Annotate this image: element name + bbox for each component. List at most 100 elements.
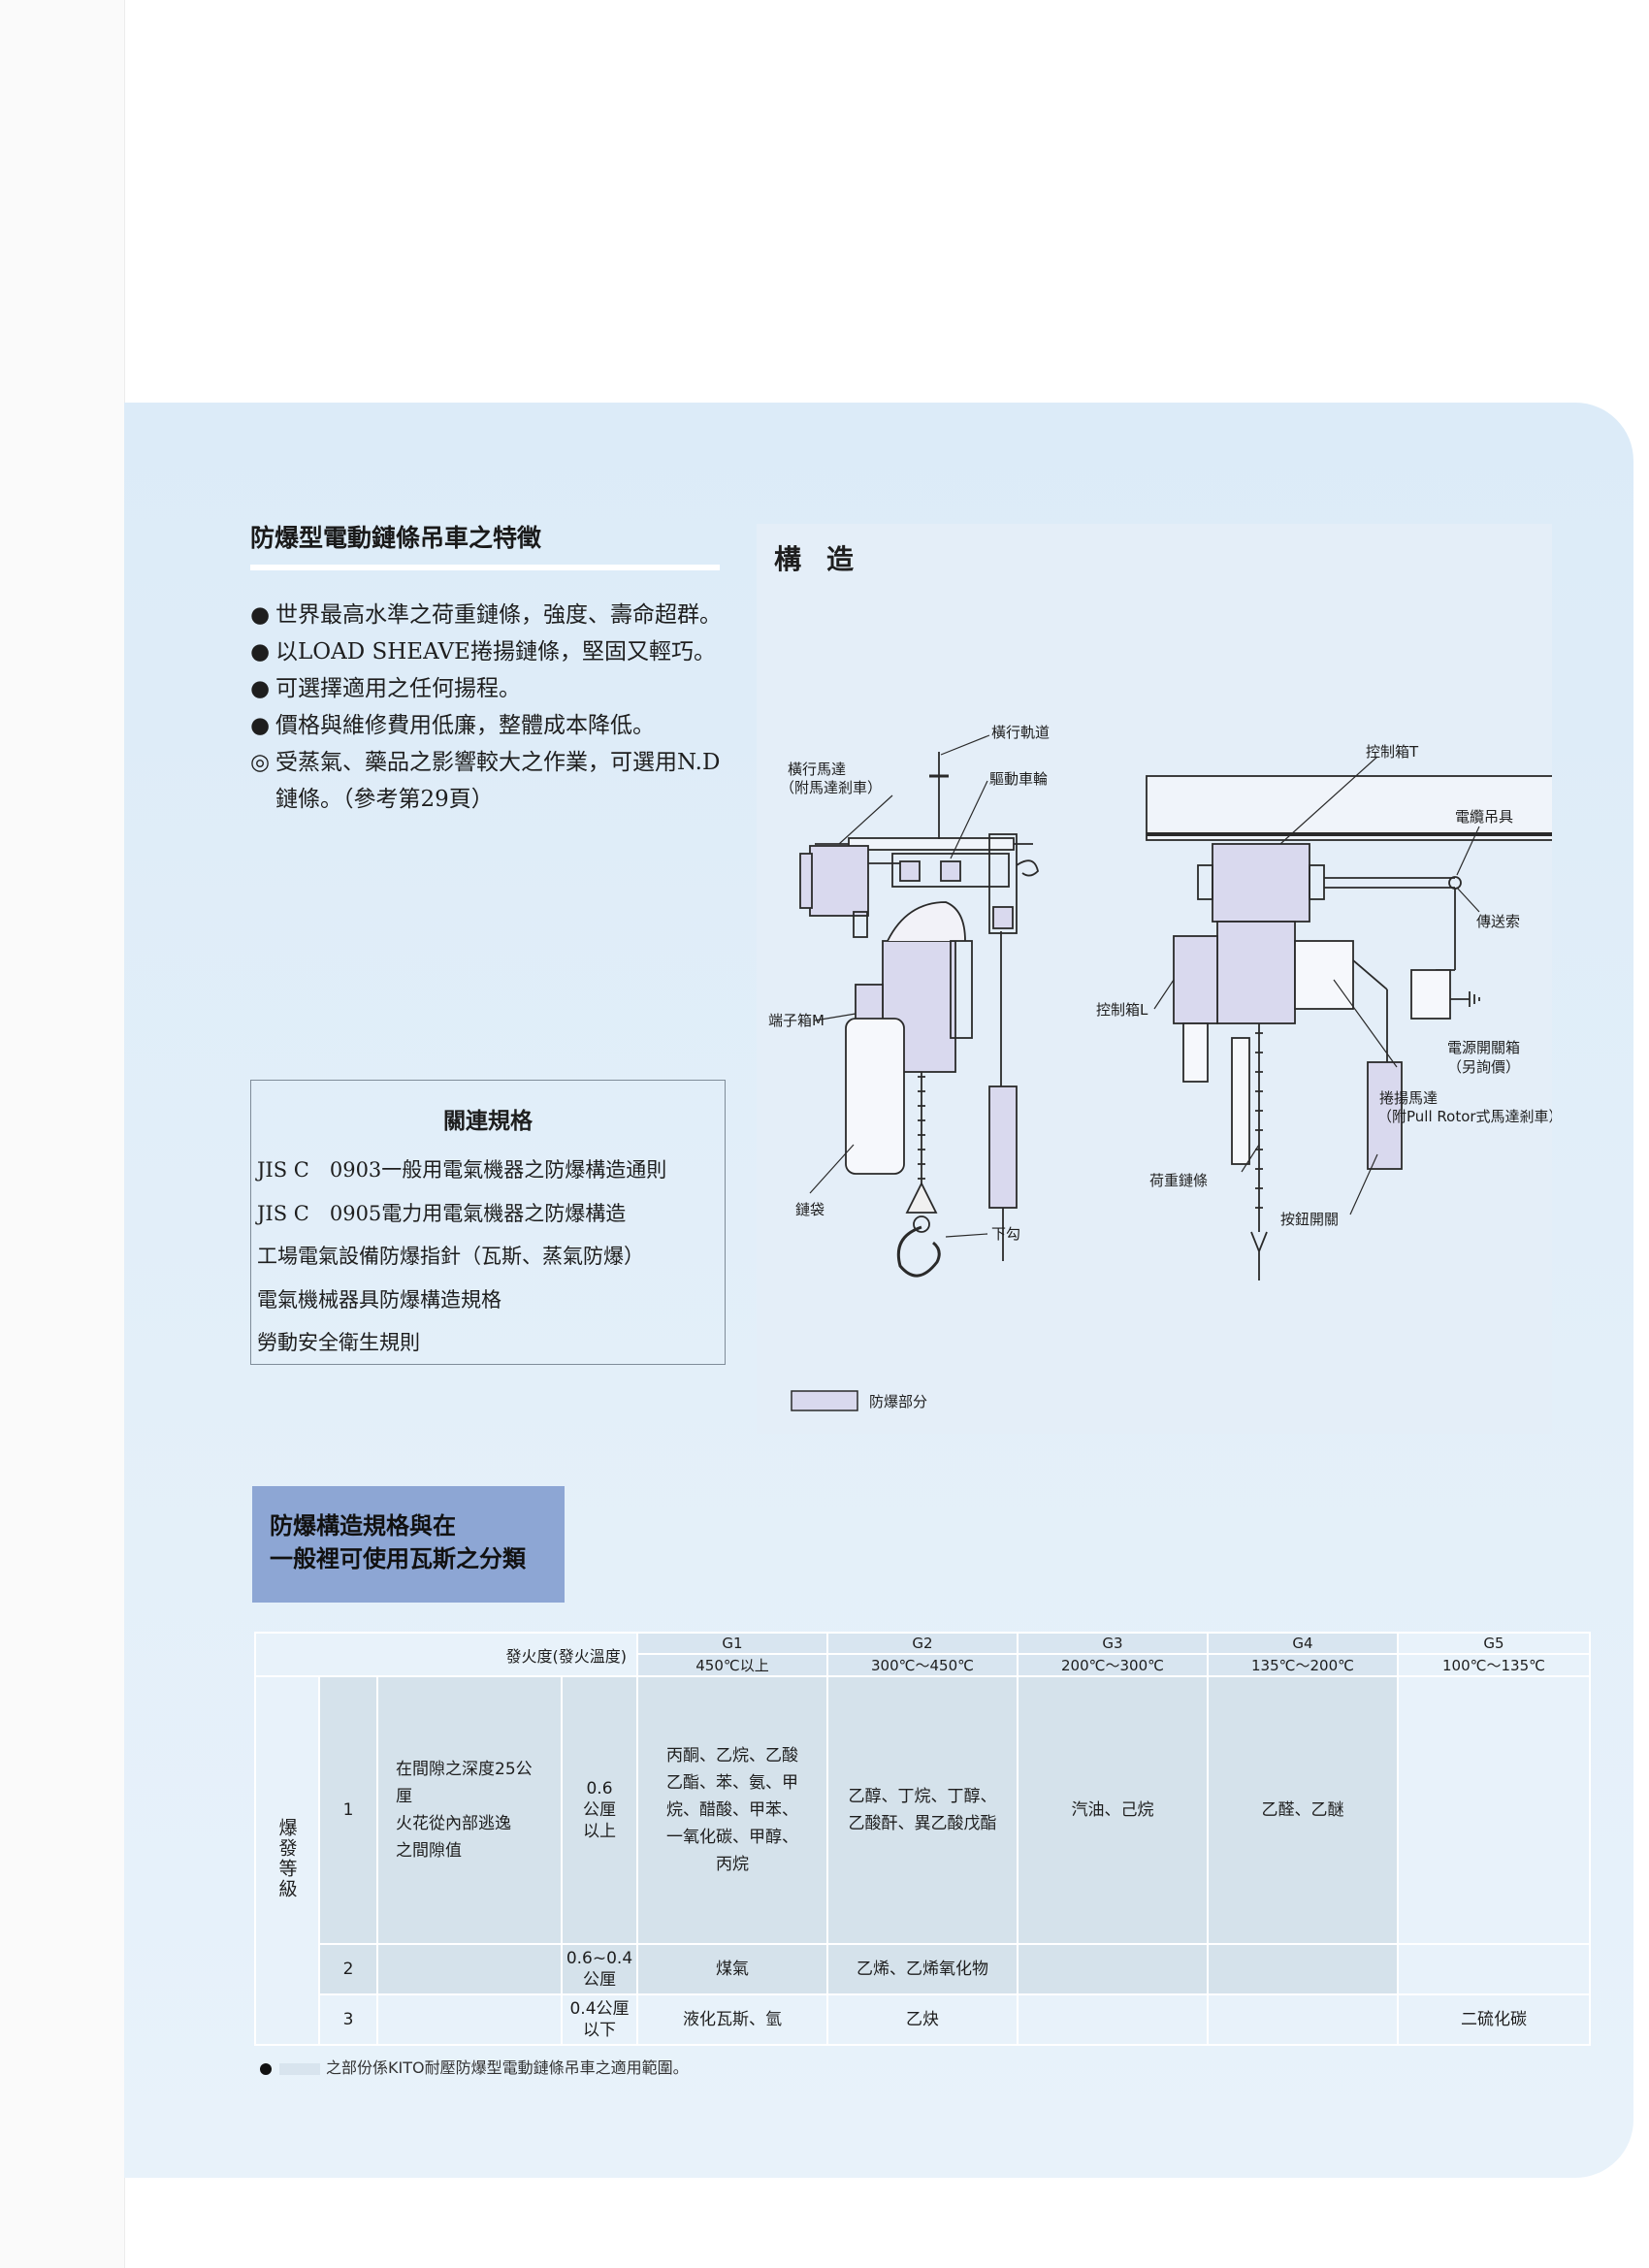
grade-value: 2 <box>318 1943 378 1995</box>
hoist-body-right <box>1216 921 1296 1024</box>
label-drive-wheel: 驅動車輪 <box>989 770 1048 788</box>
motor-arm <box>1352 959 1388 990</box>
standard-item: 電氣機械器具防爆構造規格 <box>257 1287 501 1312</box>
rail-flange <box>848 837 1015 851</box>
table-footnote: 之部份係KITO耐壓防爆型電動鏈條吊車之適用範圍。 <box>260 2055 689 2078</box>
hoist-motor <box>1294 940 1354 1010</box>
standard-item: 勞動安全衛生規則 <box>257 1331 420 1354</box>
page-left-margin <box>0 0 125 2268</box>
gas-cell <box>1017 1943 1209 1995</box>
hoist-structure-diagram: 橫行軌道 橫行馬達 （附馬達剎車） 驅動車輪 端子箱M 鏈袋 下勾 控制箱T 電… <box>768 724 1552 1411</box>
label-cable-hanger: 電纜吊具 <box>1455 808 1513 826</box>
standard-item: JIS C 0905電力用電氣機器之防爆構造 <box>257 1201 627 1225</box>
gas-cell: 煤氣 <box>636 1943 828 1995</box>
classification-banner: 防爆構造規格與在 一般裡可使用瓦斯之分類 <box>252 1486 565 1603</box>
control-box-l <box>1173 935 1218 1024</box>
drive-wheel-right <box>940 860 961 882</box>
label-traverse-motor-brake: （附馬達剎車） <box>780 779 882 796</box>
gas-cell <box>1397 1675 1591 1945</box>
leader-line <box>950 780 988 859</box>
structure-panel: 構造 <box>757 524 1552 1434</box>
bullet-icon: ● <box>250 676 271 701</box>
features-title-rule <box>250 565 720 570</box>
chain-bag <box>845 1018 905 1175</box>
standard-item: 工場電氣設備防爆指針（瓦斯、蒸氣防爆） <box>257 1245 644 1268</box>
label-load-chain: 荷重鏈條 <box>1149 1172 1208 1189</box>
gas-cell <box>1017 1993 1209 2046</box>
standard-item: JIS C 0903一般用電氣機器之防爆構造通則 <box>257 1158 667 1182</box>
leader-line <box>1333 979 1398 1068</box>
grade-label: 爆發等級 <box>254 1675 320 2046</box>
group-temp: 100℃～135℃ <box>1397 1653 1591 1677</box>
bullet-icon <box>260 2062 272 2075</box>
pendant-left <box>988 1085 1018 1209</box>
gas-cell <box>1397 1943 1591 1995</box>
load-chain-links <box>1255 1032 1263 1209</box>
gas-cell: 乙醛、乙醚 <box>1207 1675 1399 1945</box>
table-row: 3 0.4公厘 以下 液化瓦斯、氫 乙炔 二硫化碳 <box>255 1993 1591 2046</box>
traverse-motor <box>809 845 869 917</box>
structure-title: 構造 <box>774 543 880 575</box>
trolley-frame <box>891 853 1010 888</box>
bullet-icon: ● <box>250 639 271 664</box>
gas-cell: 乙炔 <box>826 1993 1018 2046</box>
control-box-top-inner <box>992 906 1014 929</box>
label-hoist-motor-brake: （附Pull Rotor式馬達剎車） <box>1377 1108 1552 1125</box>
trolley-right-wheel <box>1309 864 1325 900</box>
brake-cylinder <box>853 911 868 938</box>
gas-cell <box>1207 1993 1399 2046</box>
cable-hook <box>1016 859 1039 877</box>
feature-list: ●世界最高水準之荷重鏈條，強度、壽命超群。 ●以LOAD SHEAVE捲揚鏈條，… <box>250 597 735 818</box>
feature-item: ●以LOAD SHEAVE捲揚鏈條，堅固又輕巧。 <box>250 633 735 670</box>
leader-line <box>1153 979 1175 1010</box>
related-standards-list: JIS C 0903一般用電氣機器之防爆構造通則 JIS C 0905電力用電氣… <box>257 1149 725 1365</box>
group-temp: 200℃～300℃ <box>1017 1653 1209 1677</box>
group-temp: 300℃～450℃ <box>826 1653 1018 1677</box>
gap-value: 0.6~0.4 公厘 <box>561 1943 638 1995</box>
label-transmit-rope: 傳送索 <box>1476 913 1520 930</box>
grade-value: 1 <box>318 1675 378 1945</box>
gap-value: 0.4公厘 以下 <box>561 1993 638 2046</box>
bottom-hook-right <box>1250 1231 1268 1280</box>
legend-label: 防爆部分 <box>869 1393 927 1410</box>
label-push-button: 按鈕開關 <box>1280 1211 1339 1228</box>
gas-cell: 乙烯、乙烯氧化物 <box>826 1943 1018 1995</box>
label-power-switch-note: （另詢價） <box>1447 1058 1520 1076</box>
group-temp: 450℃以上 <box>636 1653 828 1677</box>
i-beam <box>1146 775 1552 841</box>
traverse-motor-end <box>799 853 813 909</box>
hook <box>896 1225 941 1278</box>
leader-line <box>1349 1153 1378 1215</box>
gear-case <box>950 940 973 1039</box>
label-hook: 下勾 <box>991 1225 1020 1243</box>
label-power-switch: 電源開關箱 <box>1447 1039 1520 1056</box>
gas-cell: 二硫化碳 <box>1397 1993 1591 2046</box>
gap-condition <box>376 1993 563 2046</box>
footnote-text: 之部份係KITO耐壓防爆型電動鏈條吊車之適用範圍。 <box>326 2058 689 2077</box>
classification-banner-line2: 一般裡可使用瓦斯之分類 <box>270 1545 526 1572</box>
gas-cell: 丙酮、乙烷、乙酸 乙酯、苯、氨、甲 烷、醋酸、甲苯、 一氧化碳、甲醇、 丙烷 <box>636 1675 828 1945</box>
table-row: 爆發等級 1 在間隙之深度25公 厘 火花從內部逃逸 之間隙值 0.6 公厘 以… <box>254 1675 1591 2046</box>
label-chain-bag: 鏈袋 <box>795 1201 824 1218</box>
group-name: G3 <box>1017 1632 1209 1655</box>
gas-cell <box>1207 1943 1399 1995</box>
label-control-box-l: 控制箱L <box>1096 1001 1148 1019</box>
hoist-top <box>887 901 966 942</box>
chain-bag-right <box>1231 1037 1250 1165</box>
related-standards-box: 關連規格 JIS C 0903一般用電氣機器之防爆構造通則 JIS C 0905… <box>250 1080 726 1365</box>
group-name: G5 <box>1397 1632 1591 1655</box>
ignition-label: 發火度(發火溫度) <box>254 1632 638 1677</box>
push-button-pendant <box>1367 1061 1403 1170</box>
features-title: 防爆型電動鏈條吊車之特徵 <box>250 524 542 552</box>
feature-item: ●可選擇適用之任何揚程。 <box>250 670 735 707</box>
gap-condition <box>376 1943 563 1995</box>
feature-item: ●世界最高水準之荷重鏈條，強度、壽命超群。 <box>250 597 735 633</box>
gap-value: 0.6 公厘 以上 <box>561 1675 638 1945</box>
leader-line <box>945 1233 988 1238</box>
trolley-body <box>1212 843 1310 923</box>
hook-shank <box>905 1181 938 1214</box>
leader-line <box>1456 887 1480 913</box>
ground-symbol <box>1469 991 1480 1007</box>
double-circle-bullet-icon: ◎ <box>250 750 271 775</box>
leader-line <box>1279 756 1378 845</box>
